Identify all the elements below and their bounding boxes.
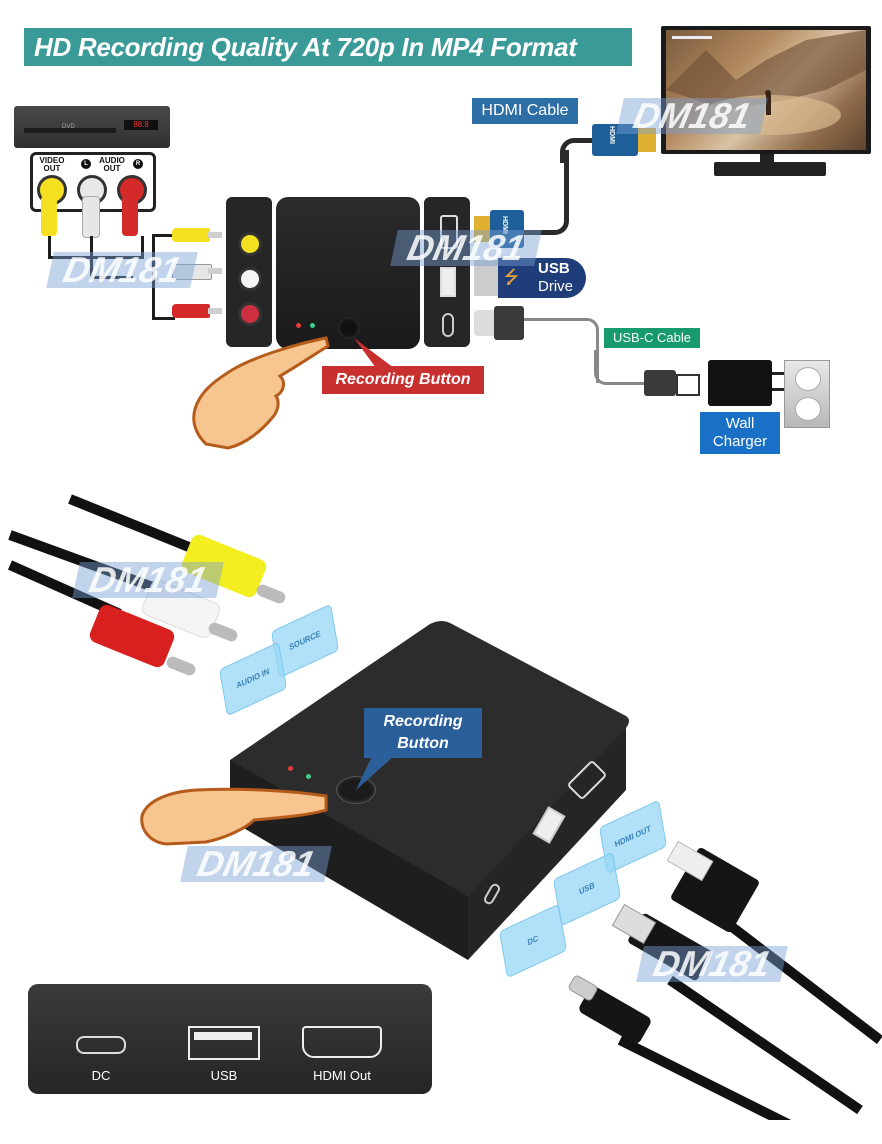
recording-button[interactable] <box>338 317 360 339</box>
watermark: DM181 <box>636 943 788 984</box>
rca-pin <box>164 654 198 678</box>
hdmi-out-port <box>302 1026 382 1058</box>
outlet-socket <box>795 397 821 421</box>
status-led-red <box>296 323 301 328</box>
recording-callout-line1: Recording <box>383 713 463 730</box>
device-input-side <box>226 197 272 347</box>
hdmi-plug-tip <box>638 128 656 152</box>
game-scene-icon <box>666 30 866 135</box>
usb-c-plug-tip <box>474 310 496 336</box>
rca-pin <box>254 582 288 606</box>
tv-stand <box>714 162 826 176</box>
device-output-side <box>424 197 470 347</box>
usb-c-plug-body <box>494 306 524 340</box>
dvd-label: DVD <box>62 124 75 130</box>
front-panel: DC USB HDMI Out <box>28 984 432 1094</box>
hdmi-plug-tip <box>474 216 492 242</box>
input-jack-red <box>238 302 262 326</box>
audio-left-badge: L <box>81 159 91 169</box>
rca-plug-white <box>82 196 100 238</box>
rca-cable-path <box>152 234 175 320</box>
hdmi-port <box>440 215 458 249</box>
audio-out-label: AUDIO OUT <box>99 156 125 173</box>
dvd-disc-slot <box>24 128 116 133</box>
rca-pin <box>208 268 222 274</box>
watermark: DM181 <box>46 249 198 290</box>
hdmi-cable-callout: HDMI Cable <box>472 98 578 124</box>
usb-drive-body: ⭍ USB Drive <box>498 258 586 298</box>
status-led-green <box>306 774 311 779</box>
wall-outlet-icon <box>784 360 830 428</box>
callout-pointer <box>356 756 394 790</box>
rca-pin <box>208 308 222 314</box>
charger-prong <box>772 388 784 391</box>
hdmi-cable-line <box>524 150 569 235</box>
video-out-label: VIDEO OUT <box>39 156 65 173</box>
wall-charger <box>708 360 772 406</box>
watermark: DM181 <box>616 95 768 136</box>
title-text: HD Recording Quality At 720p In MP4 Form… <box>34 32 577 62</box>
rca-cable-path <box>48 236 144 259</box>
usb-a-plug-tip <box>676 374 700 396</box>
title-banner: HD Recording Quality At 720p In MP4 Form… <box>24 28 632 66</box>
port-label-usb: USB <box>210 1068 238 1083</box>
tv-screen-image <box>666 30 866 150</box>
hdmi-plug-lower: HDMI <box>490 210 524 248</box>
rca-plug-yellow-side <box>172 228 210 242</box>
pointing-hand-icon <box>192 336 330 450</box>
pointing-hand-icon <box>140 787 328 846</box>
status-led-green <box>310 323 315 328</box>
callout-pointer <box>354 338 394 368</box>
audio-right-badge: R <box>133 159 143 169</box>
input-jack-yellow <box>238 232 262 256</box>
hdmi-plug-upper: HDMI <box>592 124 638 156</box>
recording-button-callout-mid: Recording Button <box>364 708 482 758</box>
rca-plug-red-side <box>172 304 210 318</box>
port-label-dc: DC <box>91 1068 111 1083</box>
usb-drive-label-2: Drive <box>538 278 574 295</box>
rca-plug-red <box>122 196 138 236</box>
usb-drive-connector <box>474 260 502 296</box>
recording-button-callout-top: Recording Button <box>322 366 484 394</box>
usb-a-port <box>188 1026 260 1060</box>
wall-charger-label-2: Charger <box>712 433 768 450</box>
rca-cable-path <box>90 236 133 279</box>
output-cables <box>568 840 882 1120</box>
device-top-view <box>276 197 420 349</box>
usb-drive-label-1: USB <box>538 260 570 277</box>
wall-charger-callout: Wall Charger <box>700 412 780 454</box>
status-led-red <box>288 766 293 771</box>
dvd-display: 88:8 <box>124 120 158 130</box>
outlet-socket <box>795 367 821 391</box>
watermark: DM181 <box>72 559 224 600</box>
hdmi-cable-line <box>560 138 595 163</box>
recording-callout-line2: Button <box>397 735 449 752</box>
usb-c-cable-line <box>524 318 599 383</box>
usb-c-cable-callout: USB-C Cable <box>604 328 700 348</box>
usb-c-port <box>442 313 454 337</box>
dc-port-usb-c <box>76 1036 126 1054</box>
rca-plug-yellow <box>41 196 57 236</box>
hdmi-plug-text: HDMI <box>501 216 508 234</box>
charger-prong <box>772 372 784 375</box>
hdmi-plug-text: HDMI <box>608 126 615 144</box>
usb-port-tongue <box>194 1032 252 1040</box>
rca-pin <box>208 232 222 238</box>
usb-port <box>440 267 456 297</box>
usb-symbol-icon: ⭍ <box>504 267 519 287</box>
watermark: DM181 <box>180 843 332 884</box>
watermark: DM181 <box>390 227 542 268</box>
usb-a-plug-body <box>644 370 676 396</box>
tv-neck <box>760 154 774 164</box>
wall-charger-label-1: Wall <box>725 415 755 432</box>
port-label-hdmi-out: HDMI Out <box>313 1068 371 1083</box>
usb-c-cable-line <box>594 350 647 385</box>
input-jack-white <box>238 267 262 291</box>
